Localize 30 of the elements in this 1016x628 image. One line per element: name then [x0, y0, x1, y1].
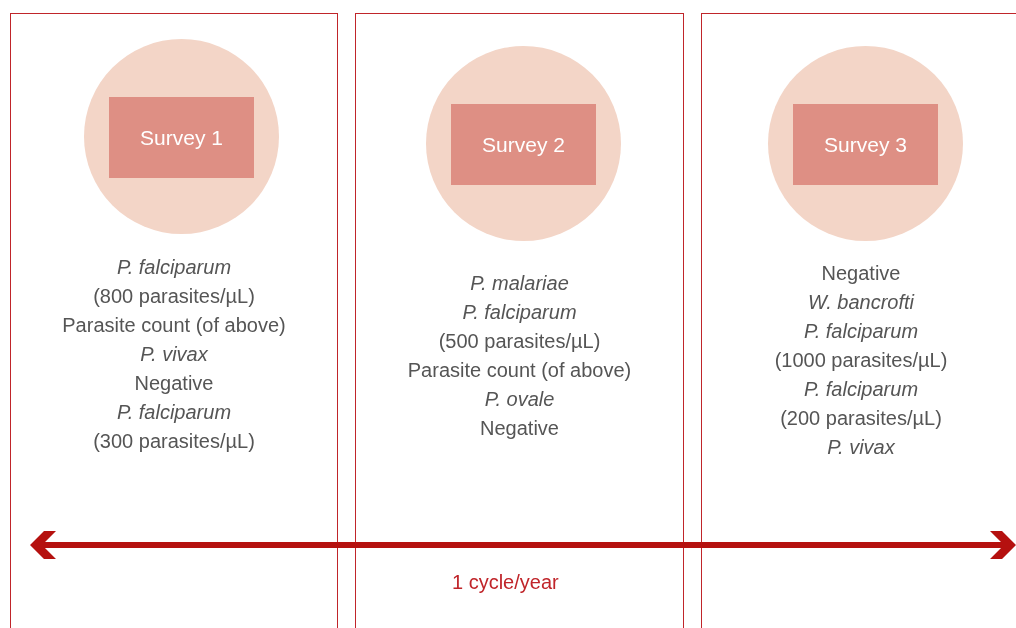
timeline-label: 1 cycle/year [452, 571, 559, 594]
result-text: (800 parasites/µL) [93, 284, 255, 309]
result-text: (500 parasites/µL) [438, 329, 601, 354]
result-text: P. malariae [470, 271, 569, 296]
survey-label: Survey 3 [793, 104, 938, 185]
survey-circle [84, 39, 279, 234]
survey-label: Survey 2 [451, 104, 596, 185]
result-text: P. ovale [484, 387, 555, 412]
result-text: (300 parasites/µL) [93, 429, 255, 454]
result-text: P. falciparum [116, 255, 232, 280]
result-text: Negative [821, 261, 901, 286]
result-text: P. vivax [140, 342, 208, 367]
result-text: P. falciparum [803, 377, 919, 402]
result-text: Negative [480, 416, 559, 441]
survey-label: Survey 1 [109, 97, 254, 178]
result-text: (1000 parasites/µL) [774, 348, 948, 373]
result-text: (200 parasites/µL) [780, 406, 942, 431]
survey-panel [355, 13, 684, 628]
result-text: Parasite count (of above) [407, 358, 632, 383]
result-text: Negative [134, 371, 214, 396]
result-text: P. falciparum [116, 400, 232, 425]
result-text: Parasite count (of above) [62, 313, 286, 338]
survey-circle [426, 46, 621, 241]
result-text: P. falciparum [803, 319, 919, 344]
survey-panel [10, 13, 338, 628]
result-text: P. falciparum [462, 300, 577, 325]
survey-panel [701, 13, 1016, 628]
result-text: W. bancrofti [808, 290, 914, 315]
result-text: P. vivax [827, 435, 895, 460]
survey-circle [768, 46, 963, 241]
